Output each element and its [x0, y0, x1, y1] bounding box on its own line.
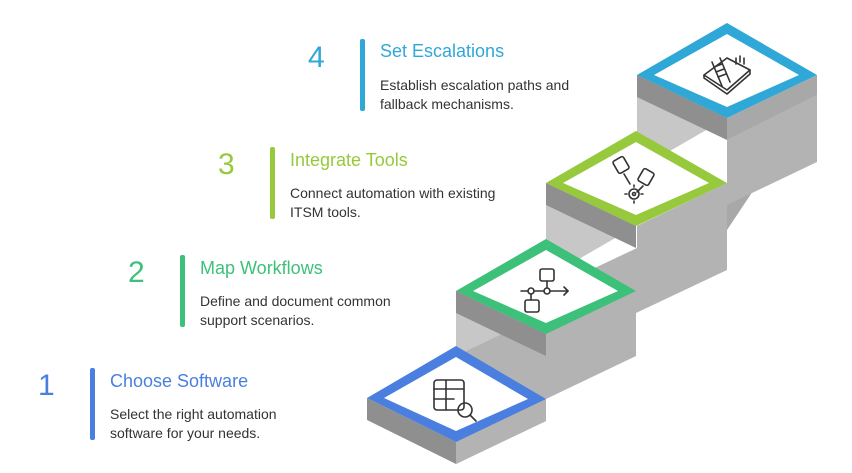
step-4-number: 4	[308, 41, 325, 74]
workflow-diagram-icon	[520, 268, 569, 313]
spreadsheet-search-icon	[433, 379, 477, 422]
tread-1	[367, 346, 546, 442]
step-3-accent-bar	[270, 147, 275, 219]
tread-2	[456, 239, 636, 334]
step-2-accent-bar	[180, 255, 185, 327]
step-1-description-line-2: software for your needs.	[110, 425, 261, 441]
step-2-title: Map Workflows	[200, 258, 323, 278]
step-2-number: 2	[128, 256, 145, 289]
step-4-accent-bar	[360, 39, 365, 111]
step-3-number: 3	[218, 148, 235, 181]
plug-gear-icon	[612, 155, 655, 204]
step-4-description-line-1: Establish escalation paths and	[380, 77, 570, 93]
tread-3	[546, 131, 727, 226]
step-1-title: Choose Software	[110, 371, 249, 391]
tread-4	[637, 23, 817, 118]
step-4-title: Set Escalations	[380, 41, 505, 61]
step-3-description-line-1: Connect automation with existing	[290, 185, 496, 201]
step-3-title: Integrate Tools	[290, 150, 408, 170]
step-1-accent-bar	[90, 368, 95, 440]
step-1-number: 1	[38, 369, 55, 402]
step-2-description-line-1: Define and document common	[200, 293, 391, 309]
step-2-description-line-2: support scenarios.	[200, 312, 315, 328]
step-1-description-line-1: Select the right automation	[110, 406, 277, 422]
ladder-box-icon	[703, 55, 751, 95]
step-4-description-line-2: fallback mechanisms.	[380, 96, 514, 112]
step-3-description-line-2: ITSM tools.	[290, 204, 361, 220]
